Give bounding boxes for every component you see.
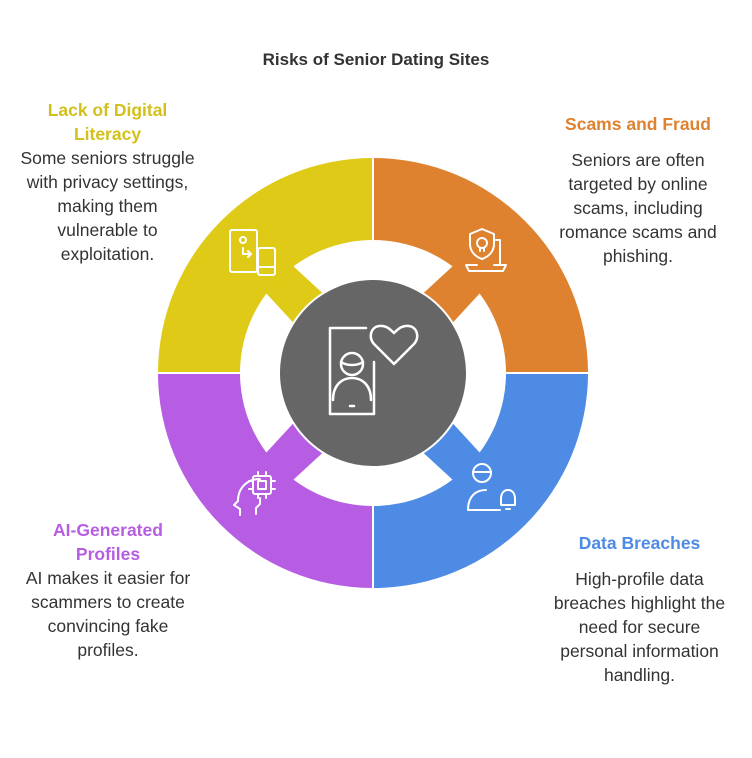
section-heading: AI-Generated Profiles	[53, 520, 163, 564]
phone-profile-heart-icon	[328, 324, 419, 416]
section-ai-profiles: AI-Generated Profiles AI makes it easier…	[18, 518, 198, 662]
phone-transfer-icon	[229, 229, 276, 276]
section-scams-fraud: Scams and Fraud Seniors are often target…	[548, 112, 728, 268]
hacker-alert-icon	[467, 463, 516, 511]
section-body: High-profile data breaches highlight the…	[553, 569, 726, 685]
diagram-title: Risks of Senior Dating Sites	[262, 50, 490, 69]
section-body: Seniors are often targeted by online sca…	[559, 150, 717, 266]
ai-head-chip-icon	[233, 471, 276, 516]
section-digital-literacy: Lack of Digital Literacy Some seniors st…	[20, 98, 195, 266]
section-data-breaches: Data Breaches High-profile data breaches…	[552, 531, 727, 687]
section-body: AI makes it easier for scammers to creat…	[25, 568, 191, 660]
section-heading: Scams and Fraud	[565, 114, 711, 134]
section-body: Some seniors struggle with privacy setti…	[20, 148, 195, 264]
segment-scams-fraud	[374, 158, 588, 372]
skull-shield-laptop-icon	[465, 228, 507, 272]
section-heading: Data Breaches	[578, 533, 701, 553]
section-heading: Lack of Digital Literacy	[47, 100, 168, 144]
segment-digital-literacy	[158, 158, 372, 372]
